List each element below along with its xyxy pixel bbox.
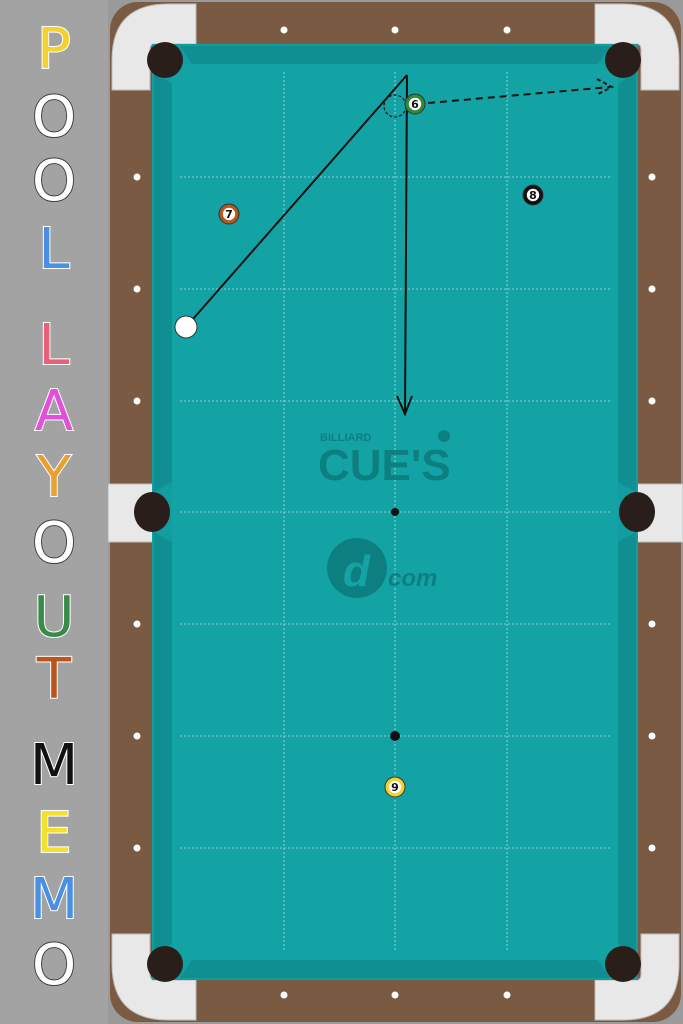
title-letter: M: [29, 867, 79, 932]
title-letter: Y: [36, 445, 72, 510]
pocket-top-right: [605, 42, 641, 78]
watermark-cues: CUE'S: [318, 441, 451, 490]
cushions: [154, 46, 636, 978]
watermark-logo-icon: [327, 538, 387, 598]
ball-8[interactable]: 8: [522, 184, 544, 206]
ball-7[interactable]: 7: [218, 203, 240, 225]
pool-table: BILLIARD CUE'S d com 6 7 8 9: [108, 2, 683, 1022]
title-letter: O: [31, 933, 77, 998]
ball-number: 9: [391, 781, 399, 794]
title-letter: L: [37, 313, 70, 378]
title-letter: O: [31, 149, 77, 214]
corner-plates: [108, 3, 683, 1021]
title-letter: P: [36, 17, 72, 82]
cue-ball-deflection-path: [404, 74, 408, 415]
center-spot: [391, 508, 399, 516]
balls: 6 7 8 9: [174, 93, 544, 798]
title-letter: M: [29, 733, 79, 798]
rail-diamonds: [133, 26, 656, 999]
pocket-middle-left: [134, 492, 170, 532]
cue-ball-path: [185, 74, 408, 328]
ball-number: 7: [225, 208, 233, 221]
ball-number: 6: [411, 98, 419, 111]
ball-number: 8: [529, 189, 537, 202]
cue-ball[interactable]: [174, 315, 198, 339]
title-letter: T: [36, 647, 72, 712]
title-letter: E: [35, 801, 72, 866]
pocket-bottom-left: [147, 946, 183, 982]
watermark-com: com: [388, 565, 437, 592]
title-letter: L: [37, 217, 70, 282]
object-ball-path: [427, 86, 611, 104]
title-letter: U: [33, 585, 76, 650]
ball-6[interactable]: 6: [404, 93, 426, 115]
foot-spot: [390, 731, 400, 741]
svg-text:d: d: [343, 547, 371, 596]
watermark: BILLIARD CUE'S d com: [318, 430, 451, 598]
pocket-top-left: [147, 42, 183, 78]
title-letter: O: [31, 511, 77, 576]
title-letter: A: [34, 379, 74, 444]
title-letter: O: [31, 85, 77, 150]
ball-9[interactable]: 9: [384, 776, 406, 798]
watermark-billiard: BILLIARD: [320, 432, 371, 444]
pocket-middle-right: [619, 492, 655, 532]
pocket-bottom-right: [605, 946, 641, 982]
pockets: [134, 42, 655, 982]
